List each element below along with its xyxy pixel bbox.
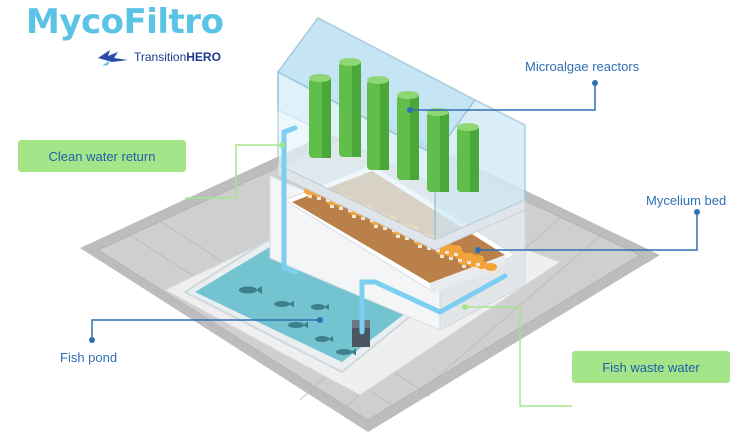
label-clean-water-return: Clean water return [18,140,186,172]
label-microalgae-reactors: Microalgae reactors [525,59,639,74]
reactor-column [367,76,389,170]
reactor-column [427,108,449,192]
label-fish-pond: Fish pond [60,350,117,365]
reactor-column [339,58,361,157]
bird-logo-icon [96,46,130,68]
reactor-column [309,74,331,158]
brand-subtitle-text: TransitionHERO [134,50,221,64]
label-fish-waste-water: Fish waste water [572,351,730,383]
reactor-column [457,123,479,192]
reactor-column [397,91,419,180]
brand-title: MycoFiltro [26,2,223,42]
label-mycelium-bed: Mycelium bed [646,193,726,208]
brand-subtitle: TransitionHERO [96,46,221,68]
